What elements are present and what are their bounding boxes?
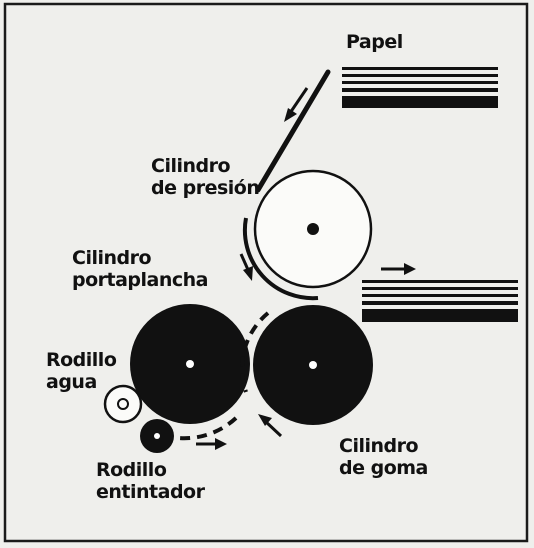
arrow-down-icon bbox=[239, 253, 253, 281]
water-roller-axis bbox=[117, 398, 129, 410]
label-cilindro-goma-2: de goma bbox=[339, 457, 428, 479]
paper-sheet-incoming bbox=[255, 69, 331, 193]
plate-cylinder-axis bbox=[186, 360, 194, 368]
diagram-frame bbox=[3, 2, 529, 543]
label-rodillo-entintador-2: entintador bbox=[96, 481, 206, 503]
blanket-cylinder-axis bbox=[309, 361, 317, 369]
arrow-up-left-icon bbox=[258, 414, 283, 438]
arrow-right-bottom-icon bbox=[196, 438, 227, 450]
paper-stack-input bbox=[342, 67, 498, 108]
plate-rotation-path bbox=[177, 416, 238, 441]
label-cilindro-presion-1: Cilindro bbox=[151, 155, 230, 177]
label-rodillo-entintador-1: Rodillo bbox=[96, 459, 167, 481]
label-cilindro-goma-1: Cilindro bbox=[339, 435, 418, 457]
label-cilindro-presion-2: de presión bbox=[151, 177, 259, 199]
label-rodillo-agua-1: Rodillo bbox=[46, 349, 117, 371]
water-roller bbox=[103, 384, 143, 424]
impression-cylinder-axis bbox=[307, 223, 319, 235]
paper-stack-output bbox=[362, 280, 518, 322]
paper-wrap bbox=[242, 217, 319, 301]
label-rodillo-agua-2: agua bbox=[46, 371, 97, 393]
arrow-down-left-icon bbox=[284, 87, 309, 122]
arrow-right-icon bbox=[381, 263, 416, 275]
label-papel: Papel bbox=[346, 31, 403, 53]
blanket-rotation-path bbox=[240, 311, 270, 393]
label-cilindro-portaplancha-2: portaplancha bbox=[72, 269, 208, 291]
label-cilindro-portaplancha-1: Cilindro bbox=[72, 247, 151, 269]
inking-roller-axis bbox=[154, 433, 160, 439]
